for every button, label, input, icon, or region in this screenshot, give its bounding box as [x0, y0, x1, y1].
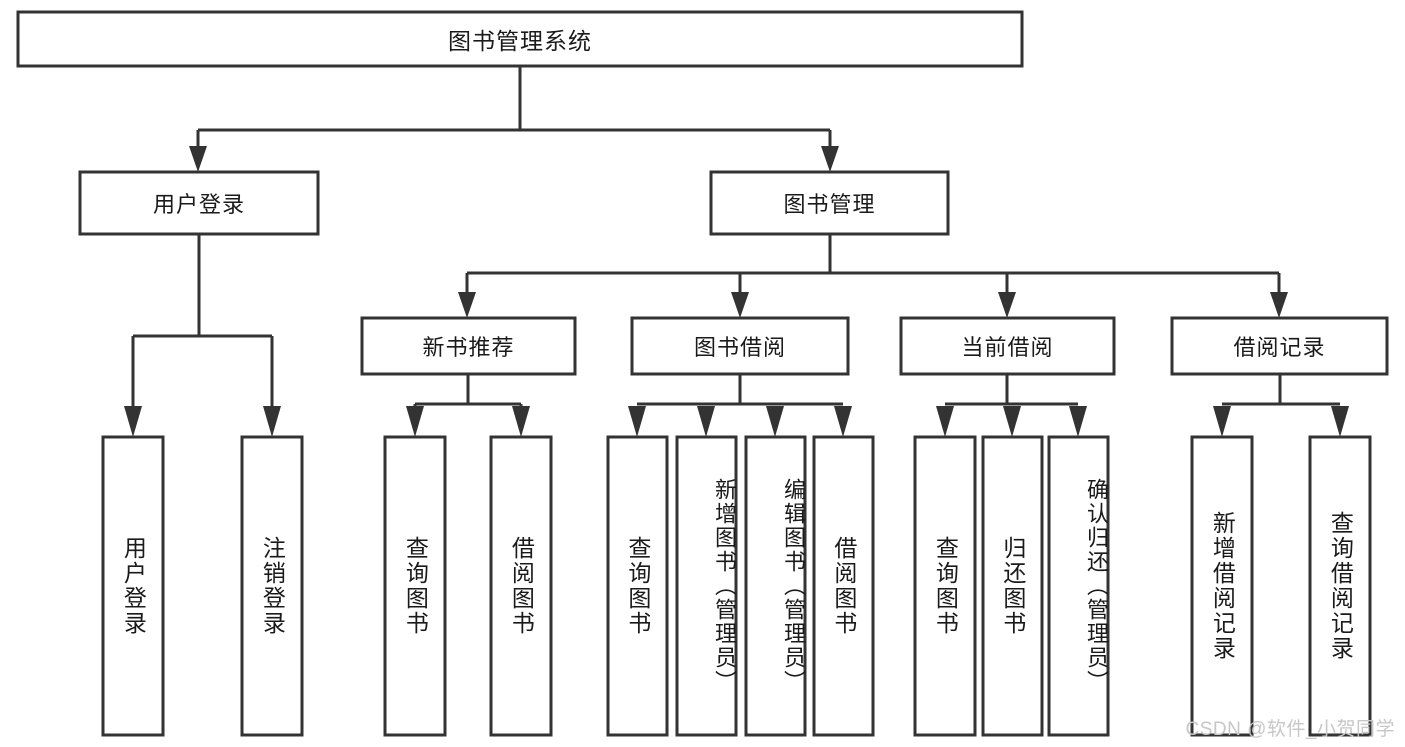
- arrow-to-book-borrow: [731, 292, 749, 318]
- node-book-manage-box[interactable]: [709, 170, 950, 236]
- leaf-user-login-box[interactable]: [101, 435, 165, 737]
- leaf-query-book-1-box[interactable]: [383, 435, 447, 737]
- arrow-leaf-query-book-2: [628, 406, 646, 437]
- arrow-to-current-borrow: [998, 292, 1016, 318]
- node-user-login-box[interactable]: [78, 170, 320, 236]
- node-current-borrow-box[interactable]: [899, 316, 1116, 376]
- node-new-book-recommend-box[interactable]: [360, 316, 577, 376]
- arrow-leaf-query-record: [1331, 406, 1349, 437]
- leaf-query-record-box[interactable]: [1308, 435, 1372, 737]
- leaf-add-record-box[interactable]: [1190, 435, 1254, 737]
- arrow-leaf-add-record: [1213, 406, 1231, 437]
- arrow-to-borrow-record: [1270, 292, 1288, 318]
- leaf-return-book-box[interactable]: [981, 435, 1044, 737]
- csdn-watermark: CSDN @软件_小贺同学: [1185, 719, 1395, 740]
- arrow-leaf-user-login: [124, 406, 142, 437]
- arrow-leaf-borrow-book-1: [512, 406, 530, 437]
- arrow-leaf-query-book-3: [936, 406, 954, 437]
- leaf-edit-book-box[interactable]: [744, 435, 807, 737]
- leaf-query-book-3-box[interactable]: [913, 435, 977, 737]
- arrow-leaf-return-book: [1003, 406, 1021, 437]
- leaf-query-book-2-box[interactable]: [606, 435, 669, 737]
- leaf-borrow-book-1-box[interactable]: [489, 435, 553, 737]
- arrow-to-new-book-recommend: [458, 292, 476, 318]
- arrow-leaf-query-book-1: [406, 406, 424, 437]
- arrow-to-book-manage: [821, 146, 839, 172]
- arrow-leaf-borrow-book-2: [834, 406, 852, 437]
- node-root-box[interactable]: [16, 10, 1024, 68]
- leaf-confirm-return-box[interactable]: [1047, 435, 1110, 737]
- node-borrow-record-box[interactable]: [1170, 316, 1389, 376]
- arrow-leaf-add-book: [697, 406, 715, 437]
- arrow-leaf-confirm-return: [1069, 406, 1087, 437]
- arrow-leaf-logout-login: [263, 406, 281, 437]
- arrow-to-user-login: [189, 146, 207, 172]
- leaf-logout-login-box[interactable]: [240, 435, 304, 737]
- arrow-leaf-edit-book: [766, 406, 784, 437]
- leaf-add-book-box[interactable]: [675, 435, 738, 737]
- node-book-borrow-box[interactable]: [630, 316, 850, 376]
- leaf-borrow-book-2-box[interactable]: [812, 435, 875, 737]
